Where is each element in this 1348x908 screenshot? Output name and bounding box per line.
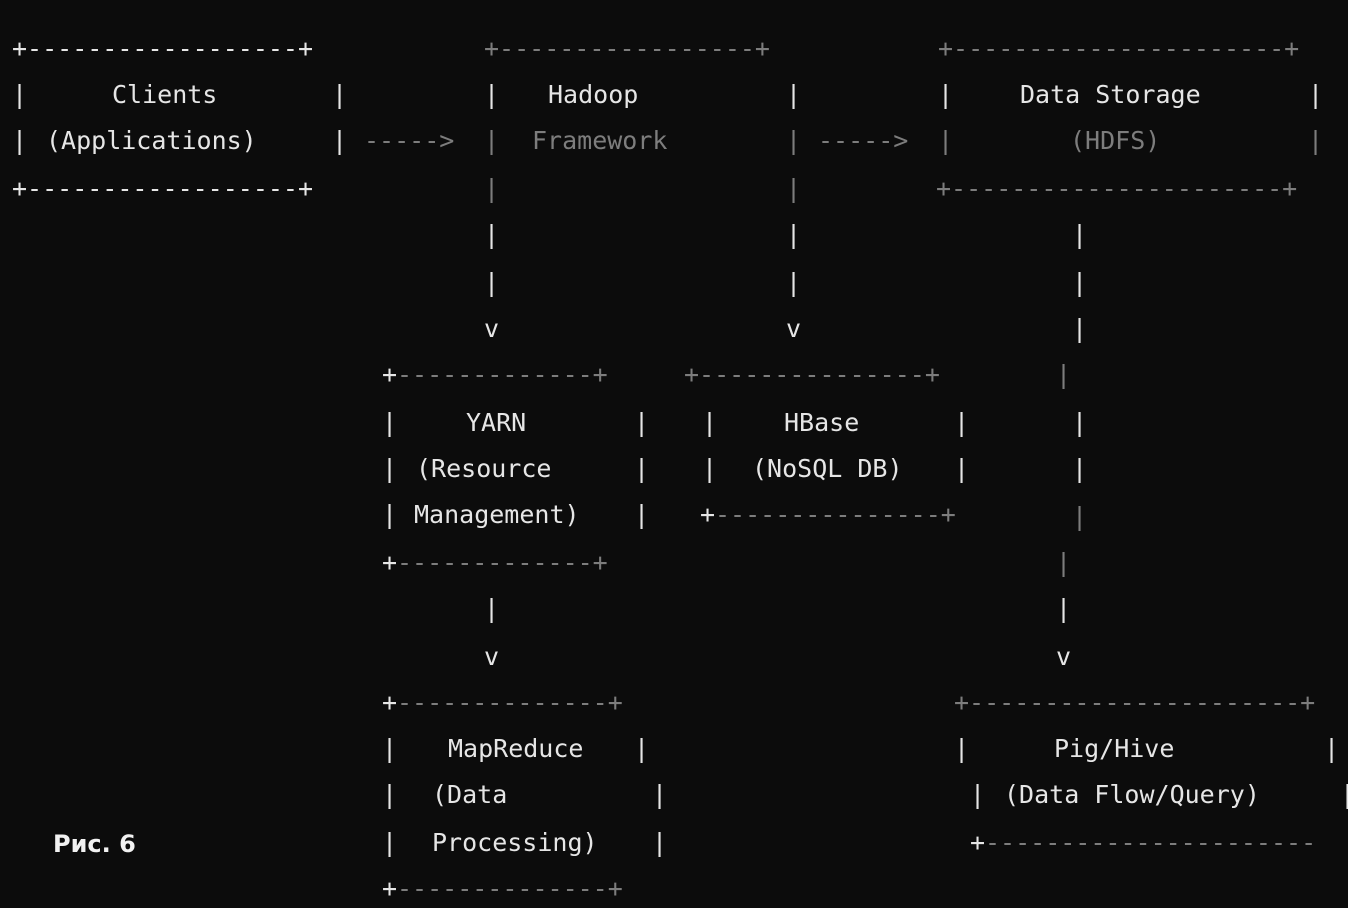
box-border: | bbox=[702, 454, 718, 483]
box-border: ---------------------- bbox=[985, 828, 1317, 857]
mapreduce-subtitle-2: Processing) bbox=[432, 828, 598, 857]
mapreduce-subtitle: (Data bbox=[432, 780, 508, 809]
box-border: | bbox=[954, 734, 970, 763]
arrowhead-to-yarn: v bbox=[484, 314, 500, 343]
box-border: | bbox=[1340, 780, 1348, 809]
box-border: | bbox=[382, 500, 398, 529]
box-border: | bbox=[652, 828, 668, 857]
connector-storage-pighive: | bbox=[1072, 408, 1088, 437]
box-border: | bbox=[1308, 126, 1324, 155]
box-border: | bbox=[786, 80, 802, 109]
box-border: + bbox=[700, 500, 716, 529]
box-border: | bbox=[382, 828, 398, 857]
box-border: | bbox=[786, 126, 802, 155]
box-border: | bbox=[954, 454, 970, 483]
box-border: | bbox=[786, 174, 802, 203]
pighive-subtitle: (Data Flow/Query) bbox=[1004, 780, 1260, 809]
storage-title: Data Storage bbox=[1020, 80, 1201, 109]
yarn-subtitle: (Resource bbox=[416, 454, 552, 483]
box-border: --------------+ bbox=[397, 874, 623, 903]
box-border: -------------+ bbox=[397, 360, 608, 389]
connector-storage-pighive: | bbox=[1072, 220, 1088, 249]
box-border: +----------------------+ bbox=[938, 34, 1300, 63]
box-border: + bbox=[382, 688, 398, 717]
box-border: +----------------------+ bbox=[936, 174, 1298, 203]
connector-hadoop-hbase: | bbox=[786, 220, 802, 249]
connector-storage-pighive: | bbox=[1056, 548, 1072, 577]
arrowhead-to-hbase: v bbox=[786, 314, 802, 343]
box-border: + bbox=[970, 828, 986, 857]
box-border: | bbox=[938, 126, 954, 155]
box-border: | bbox=[484, 80, 500, 109]
arrow-hadoop-to-storage: -----> bbox=[818, 126, 909, 155]
connector-storage-pighive: | bbox=[1072, 454, 1088, 483]
box-border: +-----------------+ bbox=[484, 34, 770, 63]
figure-caption: Рис. 6 bbox=[53, 830, 136, 858]
box-border: +---------------+ bbox=[684, 360, 940, 389]
yarn-subtitle-2: Management) bbox=[414, 500, 580, 529]
box-border: | bbox=[382, 734, 398, 763]
box-border: --------------+ bbox=[397, 688, 623, 717]
box-border: | bbox=[970, 780, 986, 809]
box-border: +----------------------+ bbox=[954, 688, 1316, 717]
box-border: | bbox=[12, 80, 28, 109]
storage-subtitle: (HDFS) bbox=[1070, 126, 1161, 155]
clients-subtitle: (Applications) bbox=[46, 126, 257, 155]
box-border: | bbox=[484, 126, 500, 155]
box-border: | bbox=[634, 500, 650, 529]
box-border: + bbox=[382, 874, 398, 903]
box-border: | bbox=[382, 780, 398, 809]
connector-hadoop-hbase: | bbox=[786, 268, 802, 297]
connector-hadoop-yarn: | bbox=[484, 220, 500, 249]
mapreduce-title: MapReduce bbox=[448, 734, 584, 763]
box-border: + bbox=[382, 360, 398, 389]
box-border: | bbox=[382, 454, 398, 483]
box-border: | bbox=[1324, 734, 1340, 763]
hadoop-title: Hadoop bbox=[548, 80, 639, 109]
pighive-title: Pig/Hive bbox=[1054, 734, 1175, 763]
box-border: + bbox=[382, 548, 398, 577]
hbase-subtitle: (NoSQL DB) bbox=[752, 454, 903, 483]
connector-storage-pighive: | bbox=[1072, 268, 1088, 297]
arrow-clients-to-hadoop: -----> bbox=[364, 126, 455, 155]
box-border: | bbox=[634, 408, 650, 437]
clients-title: Clients bbox=[112, 80, 218, 109]
connector-storage-pighive: | bbox=[1072, 314, 1088, 343]
box-border: | bbox=[634, 734, 650, 763]
box-border: | bbox=[634, 454, 650, 483]
box-border: ---------------+ bbox=[715, 500, 956, 529]
box-border: | bbox=[382, 408, 398, 437]
connector-storage-pighive: | bbox=[1056, 360, 1072, 389]
box-border: +------------------+ bbox=[12, 174, 314, 203]
arrowhead-to-pighive: v bbox=[1056, 642, 1072, 671]
box-border: | bbox=[12, 126, 28, 155]
connector-hadoop-yarn: | bbox=[484, 268, 500, 297]
connector-yarn-mapreduce: | bbox=[484, 594, 500, 623]
arrowhead-to-mapreduce: v bbox=[484, 642, 500, 671]
box-border: | bbox=[332, 126, 348, 155]
box-border: | bbox=[332, 80, 348, 109]
connector-storage-pighive: | bbox=[1072, 502, 1088, 531]
box-border: | bbox=[484, 174, 500, 203]
yarn-title: YARN bbox=[466, 408, 527, 437]
connector-storage-pighive: | bbox=[1056, 594, 1072, 623]
box-border: | bbox=[1308, 80, 1324, 109]
hbase-title: HBase bbox=[784, 408, 860, 437]
box-border: | bbox=[938, 80, 954, 109]
box-border: -------------+ bbox=[397, 548, 608, 577]
hadoop-subtitle: Framework bbox=[532, 126, 668, 155]
box-border: +------------------+ bbox=[12, 34, 314, 63]
box-border: | bbox=[702, 408, 718, 437]
box-border: | bbox=[954, 408, 970, 437]
box-border: | bbox=[652, 780, 668, 809]
